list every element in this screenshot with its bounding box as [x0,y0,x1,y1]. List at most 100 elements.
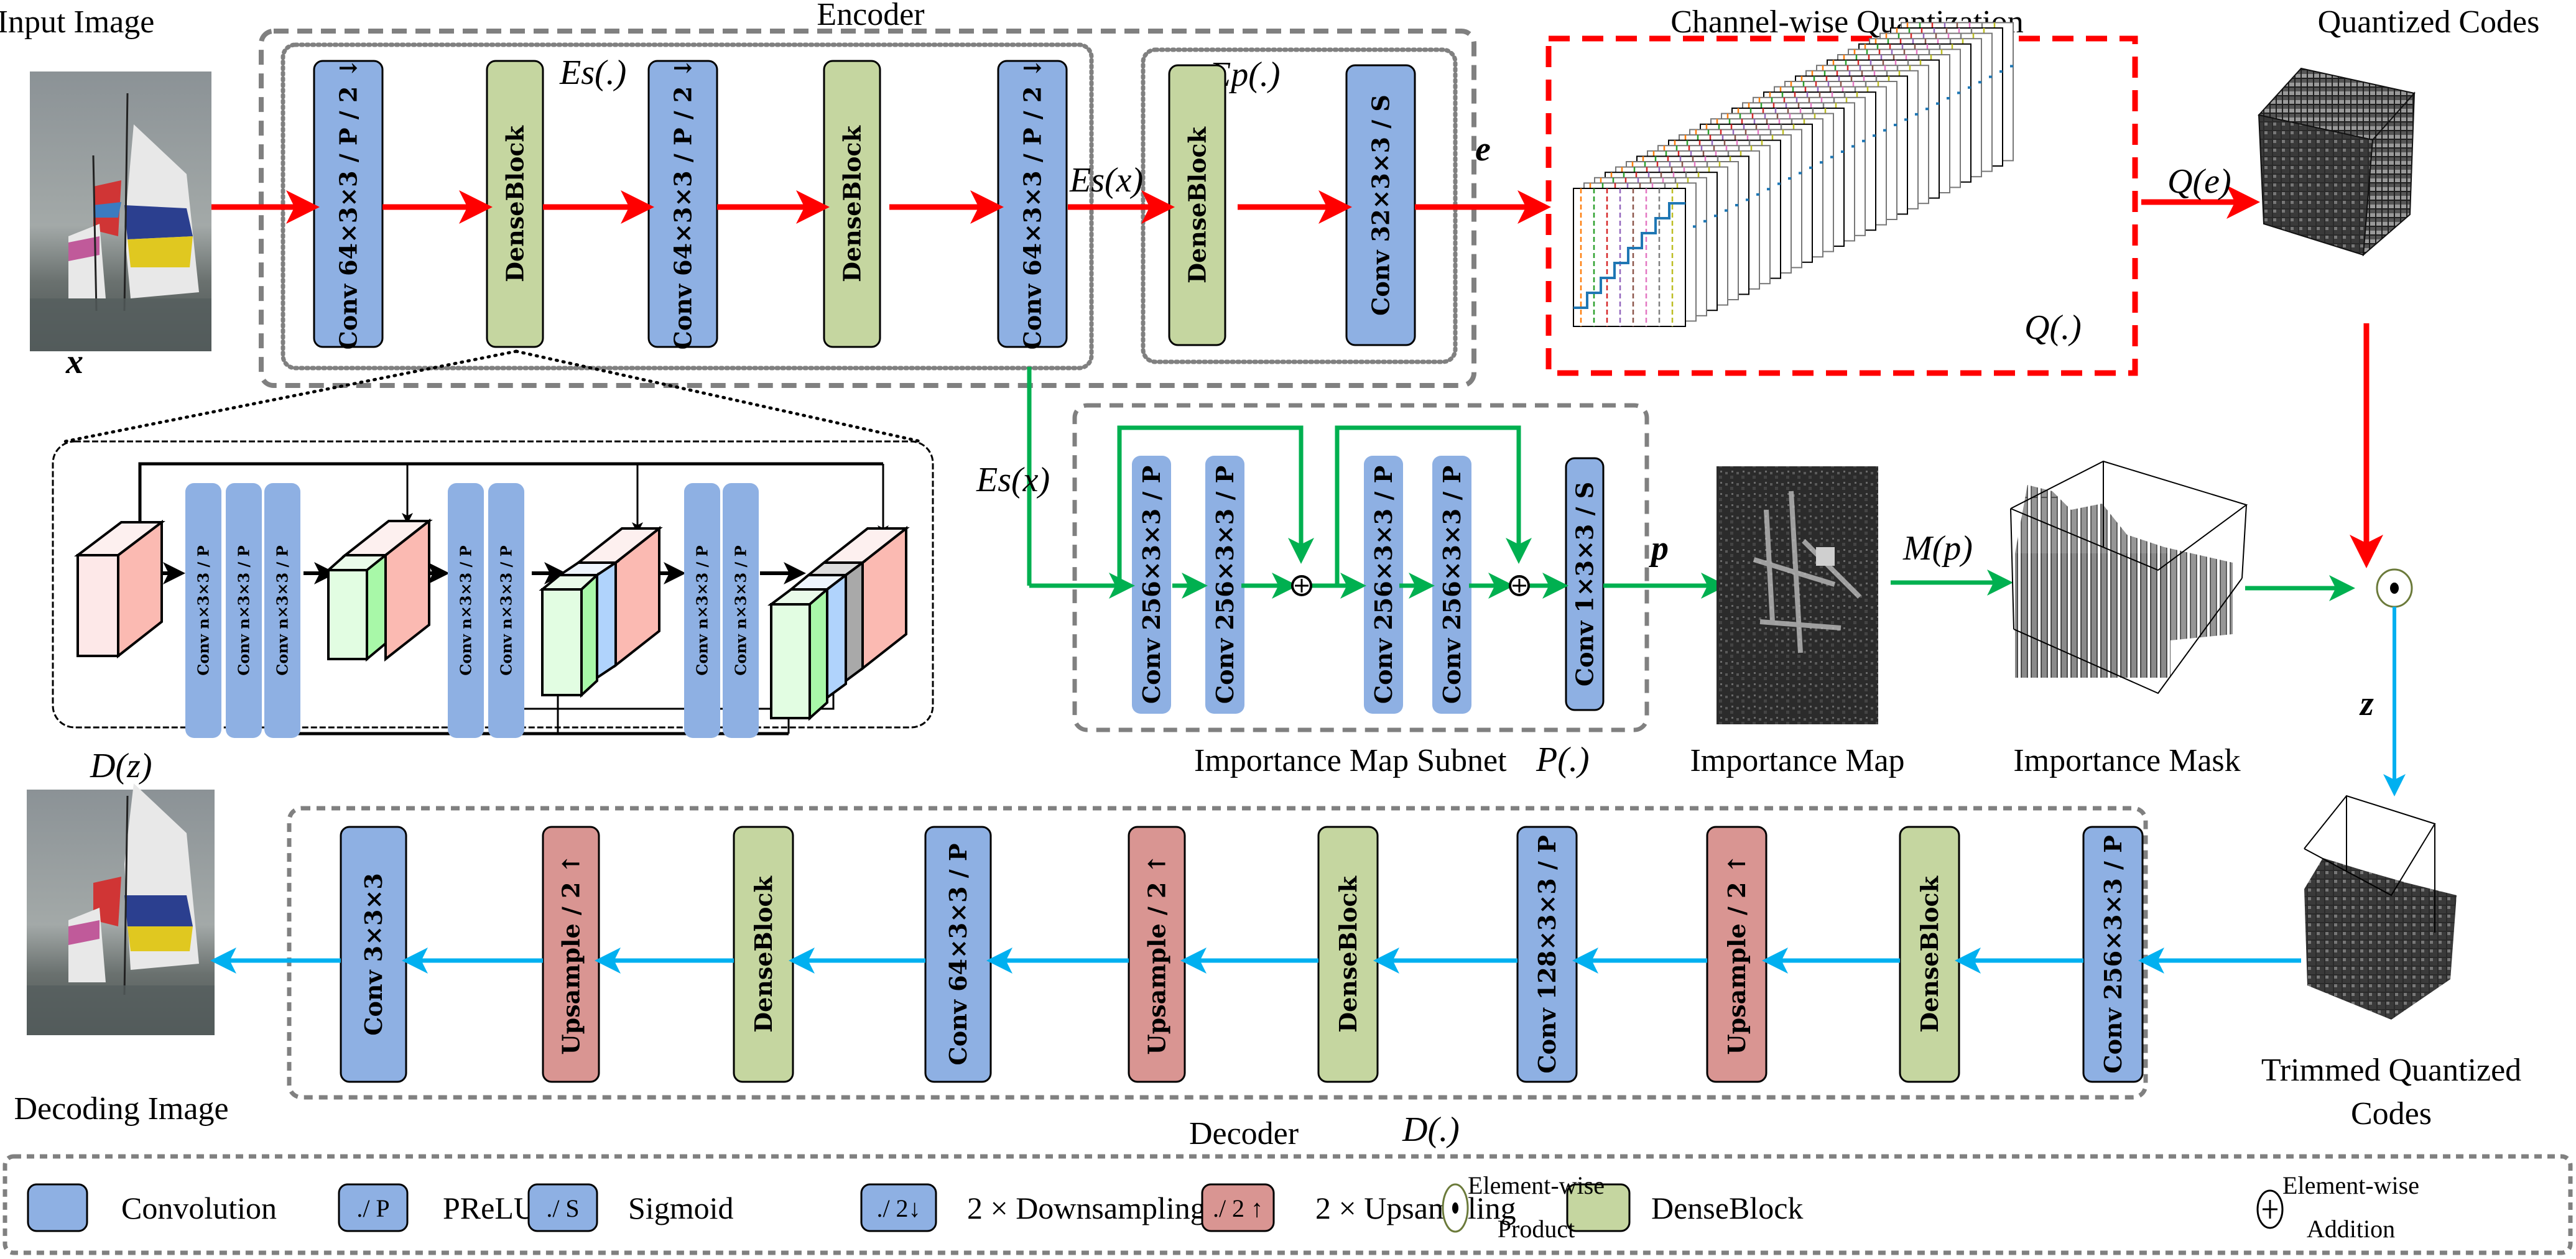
encoder-block-conv: Conv 64×3×3 / P / 2 ↓ [647,58,718,350]
input-variable-x: x [65,343,83,381]
legend-item: Convolution [27,1183,277,1232]
encoder-blocks: Conv 64×3×3 / P / 2 ↓ DenseBlock Conv 64×3… [313,58,1416,350]
decoder-block-upsample-label: Upsample / 2 ↑ [557,854,585,1055]
element-wise-product-node [2376,568,2413,608]
encoder-block-dense: DenseBlock [823,60,881,348]
importance-conv-block: Conv 256×3×3 / P [1364,456,1403,714]
encoder-block-conv: Conv 32×3×3 / S [1345,64,1416,346]
denseblock-conv-layer: Conv n×3×3 / P [226,483,262,738]
importance-mask-3d [2010,460,2248,694]
denseblock-conv-layer-label: Conv n×3×3 / P [274,545,292,675]
decoder-block-conv: Conv 128×3×3 / P [1516,826,1578,1083]
importance-conv-block-label: Conv 256×3×3 / P [1438,466,1466,704]
legend-product: Element-wise Product [1442,1171,1605,1243]
legend-swatch-text: ./ 2↓ [876,1194,920,1222]
legend-item: DenseBlock [1566,1183,1803,1232]
denseblock-conv-layer: Conv n×3×3 / P [264,483,300,738]
decoder-blocks: Conv 3×3×3 Upsample / 2 ↑ DenseBlock Conv 6… [340,826,2144,1083]
decoder-block-conv: Conv 3×3×3 [340,826,407,1083]
legend-swatch [27,1183,88,1232]
decoder-block-dense-label: DenseBlock [1334,875,1362,1032]
importance-subnet-arrows [1029,425,2355,601]
encoder-block-conv: Conv 64×3×3 / P / 2 ↓ [997,58,1068,350]
decoder-block-dense: DenseBlock [1317,826,1379,1083]
q-e-label: Q(e) [2167,162,2231,201]
importance-subnet-blocks: Conv 256×3×3 / P Conv 256×3×3 / P Conv 256… [1132,456,1605,714]
es-function-label: Es(.) [559,53,626,92]
legend-swatch [1201,1183,1275,1232]
input-image [30,71,211,351]
z-variable-label: z [2359,685,2374,723]
encoder-block-dense-label: DenseBlock [501,125,529,282]
decoder-block-conv: Conv 64×3×3 / P [924,826,992,1083]
legend-label: Convolution [121,1191,277,1225]
decoder-block-conv-label: Conv 128×3×3 / P [1533,835,1561,1073]
denseblock-conv-layer: Conv n×3×3 / P [448,483,484,738]
encoder-block-dense-label: DenseBlock [838,125,866,282]
importance-subnet-title: Importance Map Subnet [1194,743,1507,778]
legend-swatch-text: ./ S [546,1194,579,1222]
decoder-block-dense: DenseBlock [733,826,794,1083]
legend-swatch [860,1183,937,1232]
decoder-block-dense-label: DenseBlock [1916,875,1944,1032]
q-function-label: Q(.) [2024,308,2082,347]
importance-map-image [1717,466,1878,724]
importance-map-title: Importance Map [1690,743,1904,778]
legend-item: ./ 2 ↑ 2 × Upsampling [1201,1183,1516,1232]
legend-label: Sigmoid [628,1191,733,1225]
legend-addition-line1: Element-wise [2282,1171,2419,1199]
d-z-label: D(z) [90,747,152,785]
decoded-image [27,783,215,1035]
decoder-group-border [287,806,2148,1100]
decoder-block-conv-label: Conv 256×3×3 / P [2099,835,2127,1073]
legend-swatch [1566,1183,1631,1232]
denseblock-conv-layer: Conv n×3×3 / P [684,483,720,738]
p-function-label: P(.) [1536,740,1590,779]
decoder-block-upsample: Upsample / 2 ↑ [542,826,600,1083]
legend-label: 2 × Upsampling [1315,1191,1516,1225]
e-variable-label: e [1475,130,1491,168]
d-function-label: D(.) [1402,1110,1460,1149]
decoder-block-upsample-label: Upsample / 2 ↑ [1723,854,1751,1055]
quantized-codes-title: Quantized Codes [2318,4,2540,40]
decoder-block-upsample: Upsample / 2 ↑ [1128,826,1186,1083]
encoder-arrows [211,185,2383,568]
denseblock-conv-layer-label: Conv n×3×3 / P [195,545,213,675]
importance-conv-block: Conv 256×3×3 / P [1432,456,1471,714]
decoder-block-dense-label: DenseBlock [749,875,777,1032]
denseblock-conv-layer: Conv n×3×3 / P [185,483,221,738]
decoder-title: Decoder [1189,1116,1299,1151]
importance-conv-block-label: Conv 256×3×3 / P [1211,466,1239,704]
legend-item: ./ 2↓2 × Downsampling [860,1183,1206,1232]
es-x-branch-label: Es(x) [976,461,1050,499]
legend-swatch [527,1183,598,1232]
legend-label: PReLU [443,1191,536,1225]
input-image-title: Input Image [0,4,154,40]
quantization-function-stack [1573,22,2014,327]
decoding-image-title: Decoding Image [14,1091,228,1127]
trimmed-quantized-codes-3d [2304,795,2457,1020]
legend-border [2,1154,2573,1255]
importance-mask-title: Importance Mask [2013,743,2240,778]
decoder-block-upsample-label: Upsample / 2 ↑ [1143,854,1171,1055]
importance-conv-block-label: Conv 256×3×3 / P [1369,466,1397,704]
denseblock-conv-layer-label: Conv n×3×3 / P [693,545,711,675]
quantization-group-border [1545,35,2138,376]
encoder-block-conv-label: Conv 64×3×3 / P / 2 ↓ [669,58,697,350]
legend-product-line1: Element-wise [1468,1171,1605,1199]
denseblock-conv-layer-label: Conv n×3×3 / P [457,545,475,675]
quantized-codes-cube [2258,67,2416,257]
denseblock-conv-layer: Conv n×3×3 / P [488,483,524,738]
decoder-block-dense: DenseBlock [1899,826,1960,1083]
importance-conv-block-label: Conv 1×3×3 / S [1571,482,1599,686]
encoder-block-conv-label: Conv 64×3×3 / P / 2 ↓ [1019,58,1047,350]
denseblock-zoom-connectors [63,349,922,443]
addition-node-1 [1291,575,1312,596]
legend-swatch-text: ./ 2 ↑ [1213,1194,1263,1222]
encoder-block-dense-label: DenseBlock [1184,126,1212,283]
legend-addition: Element-wise Addition [2256,1171,2419,1243]
quantization-channel-plot [1573,188,1686,327]
denseblock-conv-layer-label: Conv n×3×3 / P [235,545,253,675]
encoder-block-conv-label: Conv 64×3×3 / P / 2 ↓ [335,58,363,350]
